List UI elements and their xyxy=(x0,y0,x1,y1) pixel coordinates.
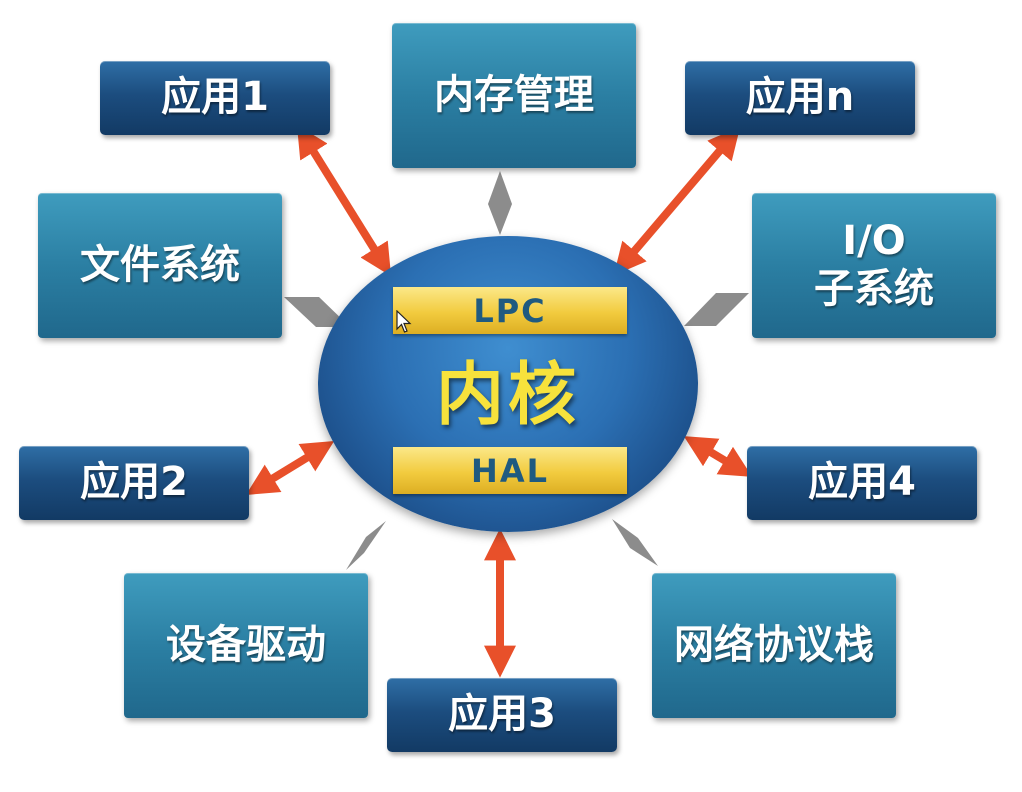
mouse-cursor-icon xyxy=(396,310,412,333)
connector-network xyxy=(612,519,658,566)
app4-box: 应用4 xyxy=(747,446,977,520)
network-stack-box: 网络协议栈 xyxy=(652,573,896,718)
io-subsystem-line2: 子系统 xyxy=(814,265,934,312)
appn-box: 应用n xyxy=(685,61,915,135)
arrow-app1 xyxy=(296,124,392,277)
connector-filesystem xyxy=(284,297,350,327)
hal-bar: HAL xyxy=(393,447,627,494)
app2-box: 应用2 xyxy=(19,446,249,520)
device-drivers-box: 设备驱动 xyxy=(124,573,368,718)
filesystem-box: 文件系统 xyxy=(38,193,282,338)
app3-box: 应用3 xyxy=(387,678,617,752)
arrow-app2 xyxy=(245,440,335,496)
memory-management-box: 内存管理 xyxy=(392,23,636,168)
io-subsystem-line1: I/O xyxy=(842,218,906,265)
io-subsystem-box: I/O 子系统 xyxy=(752,193,996,338)
lpc-bar: LPC xyxy=(393,287,627,334)
connector-io xyxy=(684,293,749,326)
kernel-title: 内核 xyxy=(435,355,580,435)
app1-box: 应用1 xyxy=(100,61,330,135)
connector-memory xyxy=(488,171,512,235)
arrow-app4 xyxy=(683,436,753,477)
connector-drivers xyxy=(346,521,386,570)
arrow-appn xyxy=(613,126,741,276)
